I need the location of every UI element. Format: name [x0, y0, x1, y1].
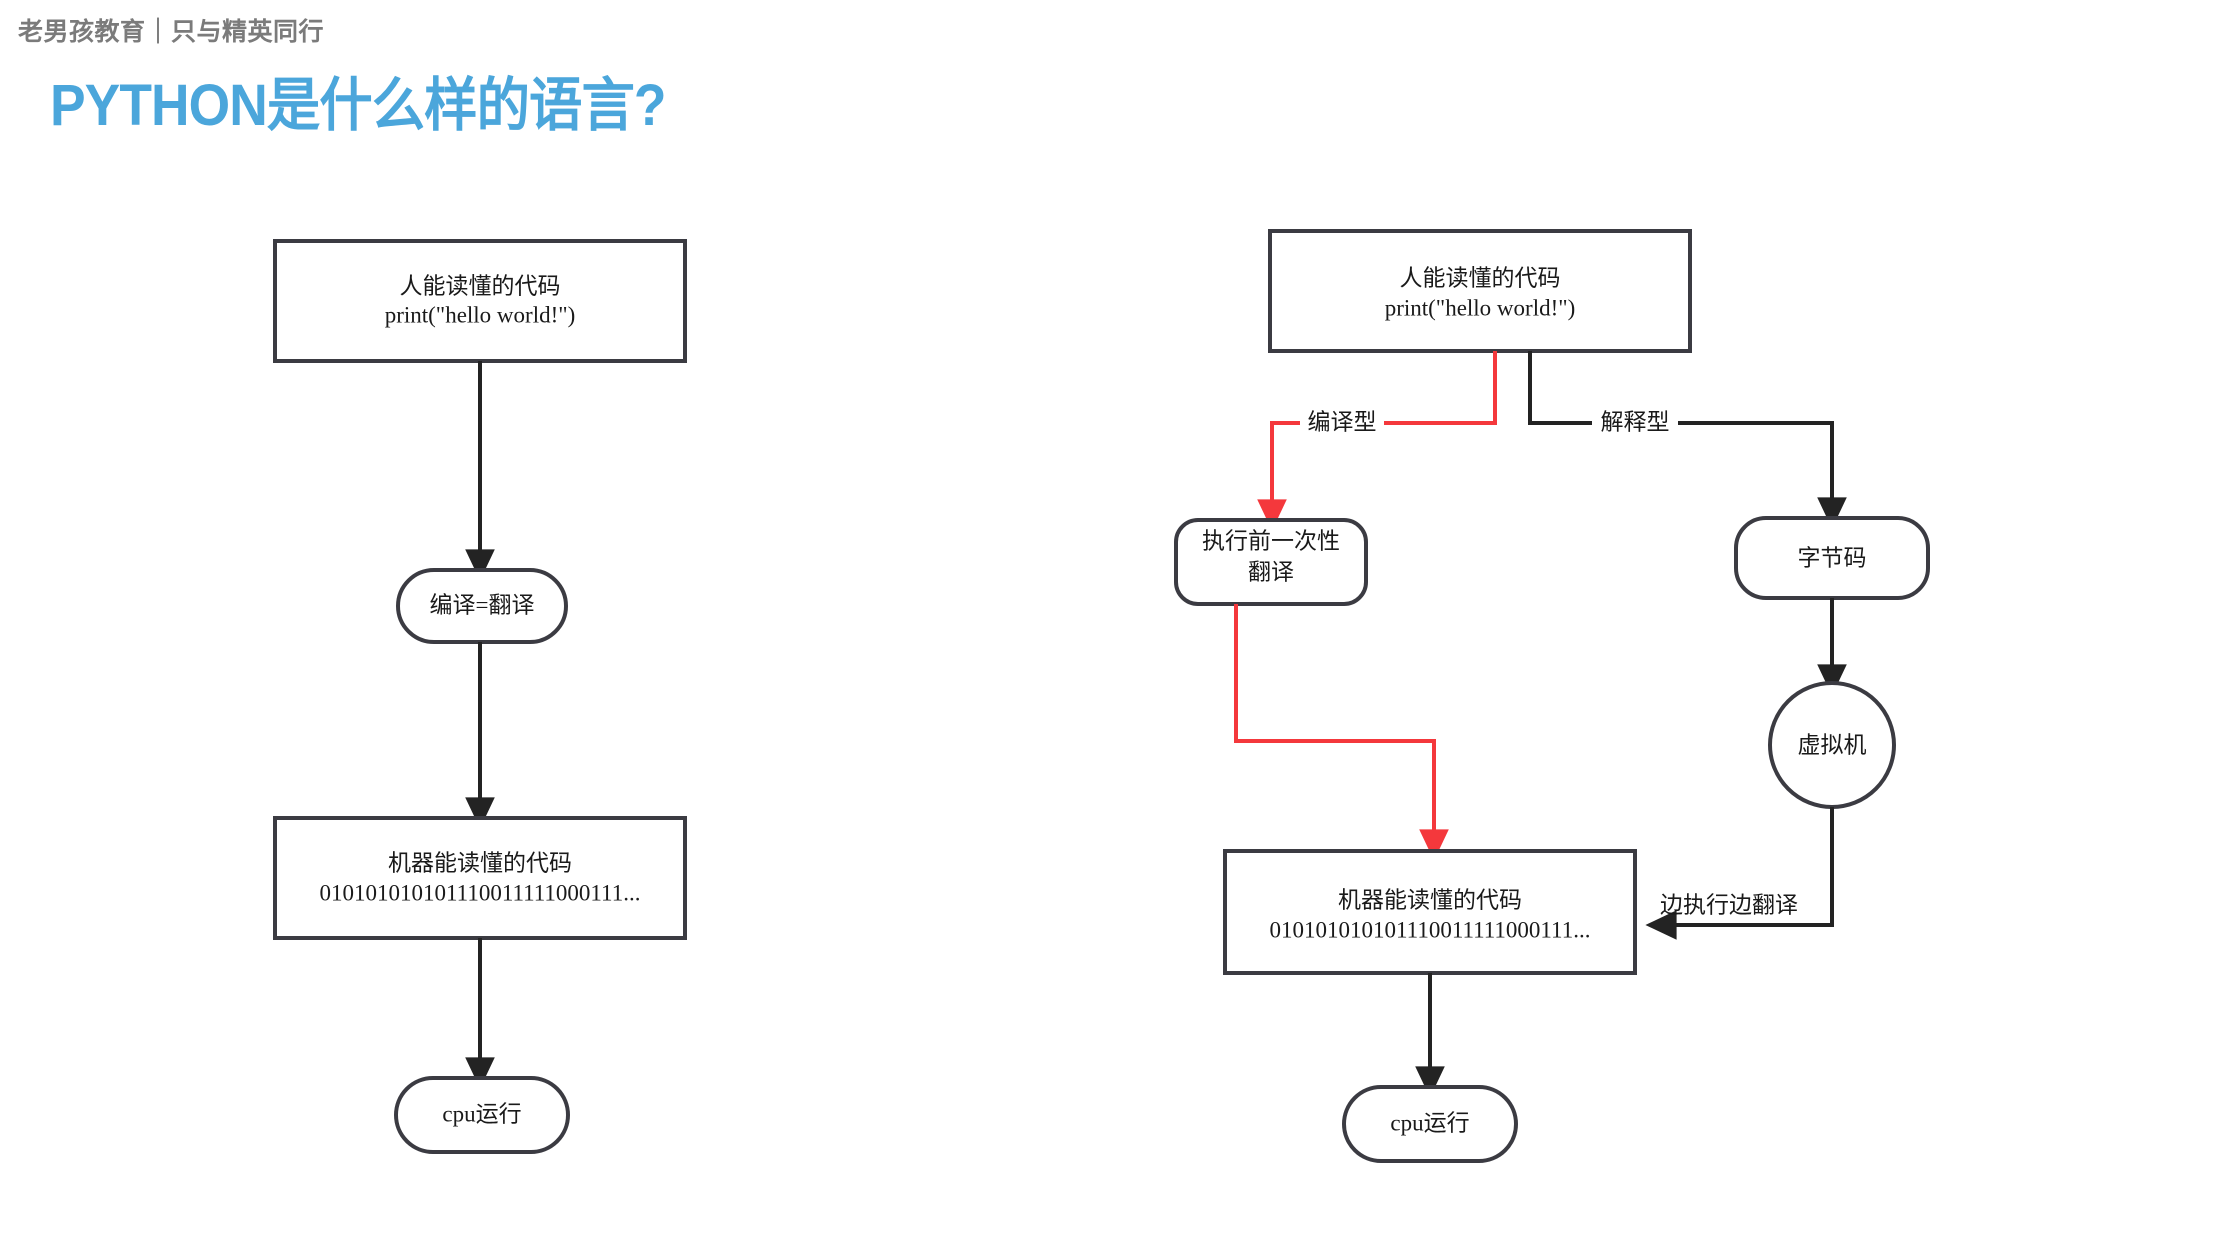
node-right-cpu-label: cpu运行 — [1390, 1110, 1469, 1135]
node-left-cpu: cpu运行 — [394, 1076, 570, 1154]
node-right-machine-line2: 010101010101110011111000111... — [1270, 917, 1591, 942]
node-left-source: 人能读懂的代码 print("hello world!") — [273, 239, 687, 363]
edge-label-compiled: 编译型 — [1308, 409, 1377, 434]
node-right-machine: 机器能读懂的代码 010101010101110011111000111... — [1223, 849, 1637, 975]
node-right-aot-line1: 执行前一次性 — [1202, 528, 1340, 553]
edge-right-aot-to-machine — [1234, 604, 1449, 861]
node-left-source-line1: 人能读懂的代码 — [400, 273, 561, 298]
node-right-vm-label: 虚拟机 — [1798, 732, 1867, 757]
node-left-compile-label: 编译=翻译 — [430, 592, 535, 617]
node-right-source-line2: print("hello world!") — [1385, 295, 1576, 320]
node-right-vm: 虚拟机 — [1768, 681, 1896, 809]
node-right-cpu: cpu运行 — [1342, 1085, 1518, 1163]
node-right-aot: 执行前一次性 翻译 — [1174, 518, 1368, 606]
node-left-compile: 编译=翻译 — [396, 568, 568, 644]
node-right-bytecode-label: 字节码 — [1798, 545, 1867, 570]
node-right-source: 人能读懂的代码 print("hello world!") — [1268, 229, 1692, 353]
node-left-machine-line2: 010101010101110011111000111... — [320, 880, 641, 905]
node-right-bytecode: 字节码 — [1734, 516, 1930, 600]
edge-label-bg-compiled — [1300, 410, 1384, 436]
node-left-cpu-label: cpu运行 — [442, 1101, 521, 1126]
node-left-machine: 机器能读懂的代码 010101010101110011111000111... — [273, 816, 687, 940]
edge-label-interpreted: 解释型 — [1601, 409, 1670, 434]
edge-right-vm-to-machine — [1645, 807, 1834, 940]
node-right-machine-line1: 机器能读懂的代码 — [1338, 887, 1522, 912]
edge-label-bg-interpreted — [1592, 410, 1678, 436]
page-title: PYTHON是什么样的语言? — [50, 73, 667, 138]
node-right-aot-line2: 翻译 — [1248, 559, 1294, 584]
slide-header-brand: 老男孩教育｜只与精英同行 — [18, 18, 325, 46]
edge-right-interpreted — [1528, 351, 1847, 529]
node-right-source-line1: 人能读懂的代码 — [1400, 265, 1561, 290]
node-left-machine-line1: 机器能读懂的代码 — [388, 850, 572, 875]
edge-label-interpret-while-running: 边执行边翻译 — [1660, 892, 1798, 917]
node-left-source-line2: print("hello world!") — [385, 302, 576, 327]
